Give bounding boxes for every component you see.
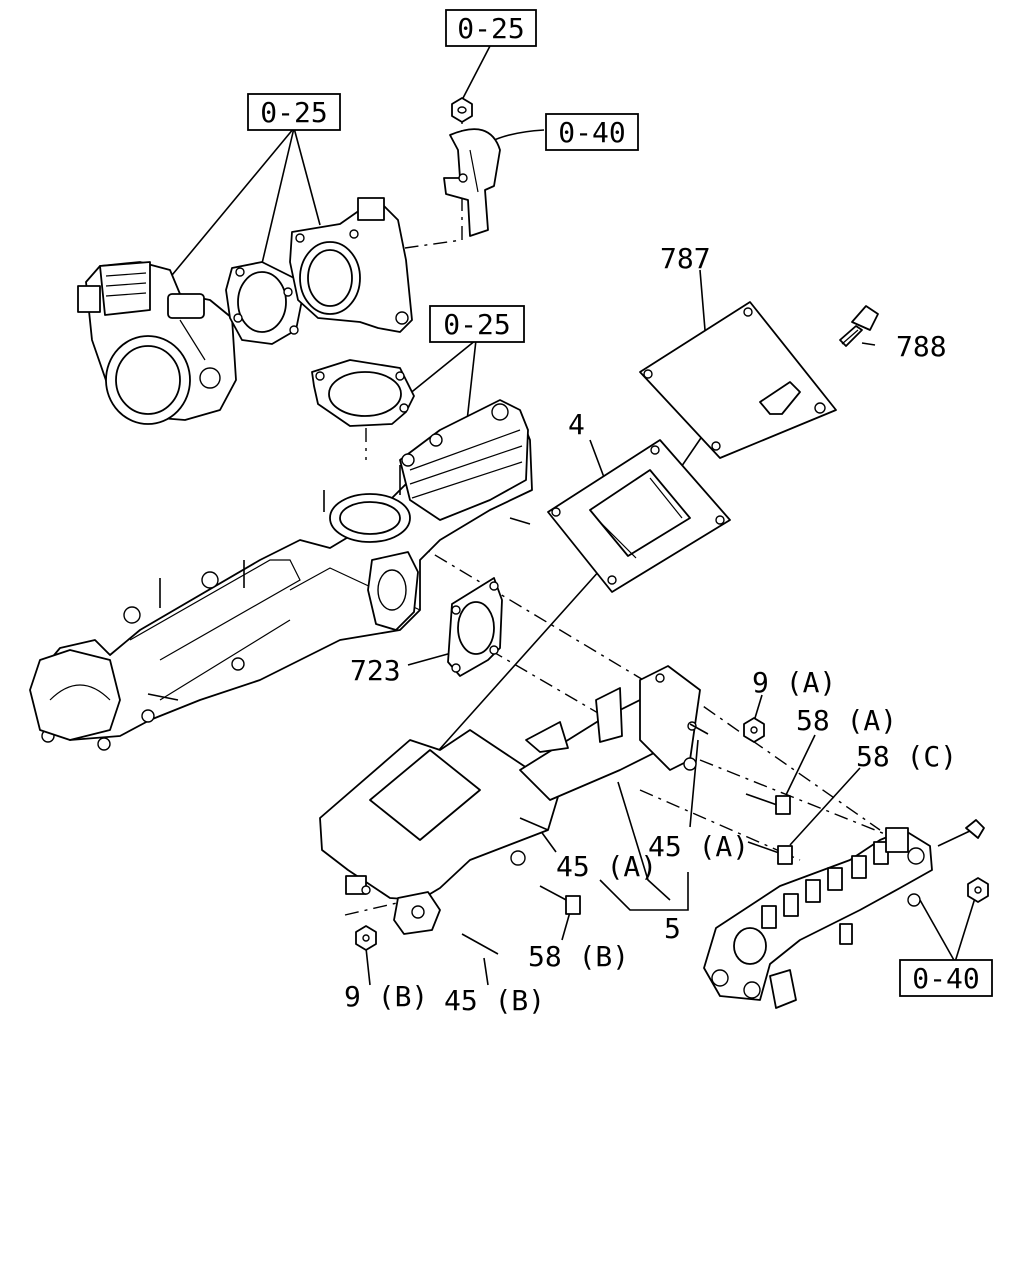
label-787: 787 (660, 242, 711, 275)
label-788: 788 (896, 330, 947, 363)
adaptor-elbow (289, 197, 413, 333)
cover-787 (639, 301, 837, 459)
label-9b: 9 (B) (344, 980, 428, 1013)
label-4: 4 (568, 408, 585, 441)
ref-label-left: 0-25 (260, 96, 327, 129)
label-45a-left: 45 (A) (556, 850, 657, 883)
bolt-788 (839, 305, 879, 347)
ref-box-bracket: 0-40 (545, 113, 639, 151)
top-nut (451, 97, 473, 123)
ref-box-left: 0-25 (247, 93, 341, 131)
ref-label-mid: 0-25 (443, 308, 510, 341)
bracket-5 (319, 665, 701, 935)
ref-label-rail: 0-40 (912, 962, 979, 995)
label-58c: 58 (C) (856, 740, 957, 773)
center-lines (344, 110, 901, 916)
label-45a-right: 45 (A) (648, 830, 749, 863)
ref-label-top: 0-25 (457, 12, 524, 45)
throttle-body (77, 261, 237, 425)
label-58a: 58 (A) (796, 704, 897, 737)
label-45b: 45 (B) (444, 984, 545, 1017)
ref-label-bracket: 0-40 (558, 116, 625, 149)
ref-box-top: 0-25 (445, 9, 537, 47)
gasket-2 (311, 359, 415, 427)
ref-box-mid: 0-25 (429, 305, 525, 343)
fasteners (355, 717, 793, 955)
ref-box-rail: 0-40 (899, 959, 993, 997)
label-9a: 9 (A) (752, 666, 836, 699)
gasket-4 (547, 439, 731, 593)
label-58b: 58 (B) (528, 940, 629, 973)
label-5: 5 (664, 912, 681, 945)
gasket-1 (225, 261, 303, 345)
gasket-723 (447, 577, 503, 677)
fuel-rail (703, 819, 989, 1009)
intake-manifold (29, 399, 533, 751)
label-723: 723 (350, 654, 401, 687)
bracket (443, 128, 501, 237)
